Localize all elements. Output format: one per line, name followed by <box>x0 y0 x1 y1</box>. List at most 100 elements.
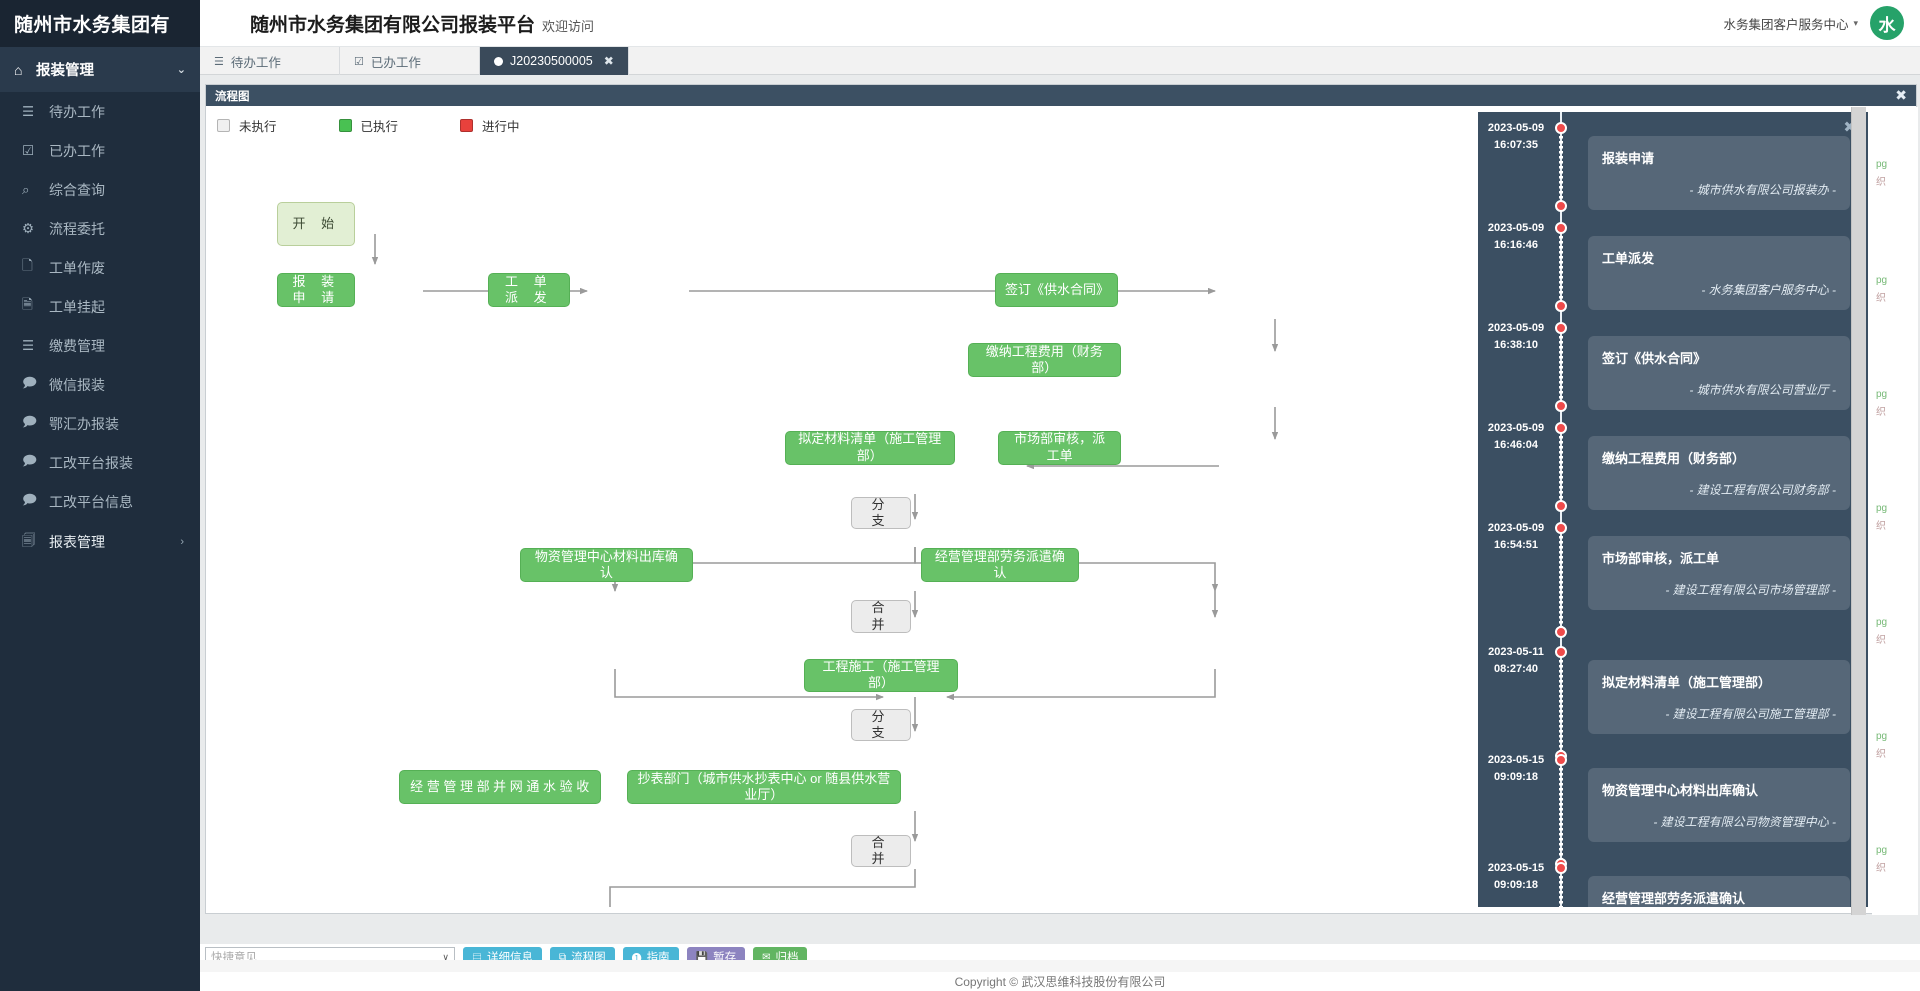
close-icon[interactable]: ✖ <box>1895 87 1907 103</box>
flow-node-start[interactable]: 开 始 <box>277 202 356 247</box>
timeline-dot-end <box>1555 500 1567 512</box>
timeline-card-org: - 建设工程有限公司施工管理部 - <box>1665 707 1836 721</box>
sidebar-item-label: 报表管理 <box>49 534 105 550</box>
flow-node-merge1[interactable]: 合 并 <box>851 600 911 633</box>
sidebar-item-4[interactable]: ⚙流程委托 <box>0 209 200 248</box>
timeline-card[interactable]: 经营管理部劳务派遣确认- 建设工程有限公司经营管理部 - <box>1588 876 1850 907</box>
flow-node-label: 分 支 <box>871 496 891 529</box>
sidebar-item-1[interactable]: ☰待办工作 <box>0 92 200 131</box>
sidebar-item-label: 已办工作 <box>49 142 105 159</box>
chat-icon: 🗩 <box>22 375 37 390</box>
dialog-header: 流程图 ✖ <box>206 85 1916 106</box>
sidebar-item-3[interactable]: ⌕ 综合查询 <box>0 170 200 209</box>
sidebar-item-6[interactable]: 🗎工单挂起 <box>0 287 200 326</box>
timeline-connector <box>1559 660 1563 752</box>
tab-3[interactable]: J20230500005 ✖ <box>480 47 629 75</box>
timeline-card[interactable]: 市场部审核，派工单- 建设工程有限公司市场管理部 - <box>1588 536 1850 610</box>
user-area[interactable]: 水务集团客户服务中心 ▾ 水 <box>1723 6 1920 40</box>
flow-node-label: 报 装 申 请 <box>292 273 341 306</box>
flow-node-dispatch[interactable]: 工 单 派 发 <box>487 273 570 308</box>
timeline-card-title: 市场部审核，派工单 <box>1602 551 1720 566</box>
flow-node-market[interactable]: 市场部审核，派工单 <box>998 430 1122 465</box>
flow-node-fee[interactable]: 缴纳工程费用（财务部） <box>967 343 1122 378</box>
flow-node-build[interactable]: 工程施工（施工管理部） <box>804 658 958 693</box>
timeline-time-text: 16:38:10 <box>1493 339 1539 351</box>
timeline-dot <box>1555 422 1567 434</box>
avatar[interactable]: 水 <box>1870 6 1904 40</box>
tab-label: 待办工作 <box>230 55 281 70</box>
flow-node-branch1[interactable]: 分 支 <box>851 496 911 530</box>
timeline-card-title: 工单派发 <box>1602 251 1655 266</box>
sidebar-item-8[interactable]: 🗩微信报装 <box>0 365 200 404</box>
flow-node-contract[interactable]: 签订《供水合同》 <box>995 273 1118 308</box>
timeline-card[interactable]: 报装申请- 城市供水有限公司报装办 - <box>1588 136 1850 210</box>
timeline-dot <box>1555 646 1567 658</box>
list-icon: ☰ <box>214 55 224 68</box>
sidebar: 随州市水务集团有 ⌂ 报装管理 ⌄ ☰待办工作☑已办工作 ⌕ 综合查询 ⚙流程委托🗋工… <box>0 0 200 991</box>
timeline-card[interactable]: 拟定材料清单（施工管理部）- 建设工程有限公司施工管理部 - <box>1588 660 1850 734</box>
legend-swatch <box>460 118 474 132</box>
tab-2[interactable]: ☑已办工作 <box>340 47 480 75</box>
sidebar-item-label: 综合查询 <box>49 181 105 198</box>
tab-label: J20230500005 <box>510 54 593 68</box>
timeline-date-text: 2023-05-11 <box>1488 646 1544 658</box>
legend-swatch <box>217 118 230 132</box>
timeline-card[interactable]: 物资管理中心材料出库确认- 建设工程有限公司物资管理中心 - <box>1588 768 1850 842</box>
sidebar-item-9[interactable]: 🗩鄂汇办报装 <box>0 404 200 443</box>
timeline-date-text: 2023-05-09 <box>1487 222 1545 234</box>
timeline-card[interactable]: 签订《供水合同》- 城市供水有限公司营业厅 - <box>1588 336 1850 410</box>
sidebar-item-10[interactable]: 🗩工改平台报装 <box>0 443 200 482</box>
flow-chart-dialog: 流程图 ✖ 未执行已执行进行中 <box>205 84 1918 915</box>
sidebar-item-2[interactable]: ☑已办工作 <box>0 131 200 170</box>
sidebar-item-label: 工改平台报装 <box>49 454 133 471</box>
flow-node-apply[interactable]: 报 装 申 请 <box>277 273 356 308</box>
sidebar-item-5[interactable]: 🗋工单作废 <box>0 248 200 287</box>
chevron-down-icon[interactable]: ▾ <box>1853 17 1858 28</box>
search-icon: ⌕ <box>22 181 30 197</box>
flow-node-jylw[interactable]: 经营管理部劳务派遣确认 <box>920 547 1080 582</box>
list-icon: ☰ <box>22 103 35 119</box>
dot-icon <box>494 56 503 66</box>
sidebar-item-11[interactable]: 🗩工改平台信息 <box>0 482 200 521</box>
timeline-card-org: - 城市供水有限公司营业厅 - <box>1689 383 1836 397</box>
flow-node-label: 分 支 <box>871 708 891 740</box>
sidebar-section-baozhuang[interactable]: ⌂ 报装管理 ⌄ <box>0 47 200 92</box>
timeline-card-org: - 城市供水有限公司报装办 - <box>1689 183 1836 197</box>
flow-chart-canvas[interactable]: 开 始报 装 申 请 工 单 派 发 签订《供水合同》缴纳工程费用（财务部） 市场部审… <box>215 139 1471 907</box>
timeline-card-org: - 建设工程有限公司财务部 - <box>1689 483 1836 497</box>
timeline-time-text: 16:54:51 <box>1493 539 1539 551</box>
sidebar-item-report-management[interactable]: 🗐 报表管理 › <box>0 521 200 563</box>
timeline-card[interactable]: 缴纳工程费用（财务部）- 建设工程有限公司财务部 - <box>1588 436 1850 510</box>
close-icon[interactable]: ✖ <box>603 54 614 68</box>
canvas-scrollbar[interactable] <box>1851 107 1866 915</box>
sidebar-item-label: 缴费管理 <box>49 337 105 354</box>
flow-node-meter[interactable]: 抄表部门（城市供水抄表中心 or 随县供水营业厅） <box>626 770 902 804</box>
brand-logo: 随州市水务集团有 <box>0 0 200 47</box>
timeline-dot <box>1555 754 1567 766</box>
flow-node-material[interactable]: 拟定材料清单（施工管理部） <box>784 430 955 465</box>
dialog-title: 流程图 <box>215 90 250 103</box>
flow-node-wzout[interactable]: 物资管理中心材料出库确认 <box>519 547 693 582</box>
timeline-card[interactable]: 工单派发 - 水务集团客户服务中心 - <box>1588 236 1850 310</box>
peek-text: 织 <box>1876 749 1886 760</box>
sidebar-item-label: 工改平台信息 <box>49 493 133 510</box>
flow-node-label: 物资管理中心材料出库确认 <box>534 548 678 580</box>
timeline-card-org: - 水务集团客户服务中心 - <box>1701 283 1836 297</box>
tab-1[interactable]: ☰ 待办工作 <box>200 47 340 75</box>
file-pause-icon: 🗎 <box>22 297 33 312</box>
timeline-date-text: 2023-05-09 <box>1487 522 1545 534</box>
timeline-connector <box>1559 436 1563 504</box>
flow-node-accept[interactable]: 经 营 管 理 部 并 网 通 水 验 收 <box>398 770 601 804</box>
flow-node-label: 经营管理部劳务派遣确认 <box>934 548 1065 580</box>
peek-text: 织 <box>1876 177 1886 188</box>
sidebar-item-7[interactable]: ☰缴费管理 <box>0 326 200 365</box>
flow-node-branch2[interactable]: 分 支 <box>851 709 911 741</box>
flow-node-merge2[interactable]: 合 并 <box>851 835 911 867</box>
timeline-connector <box>1559 768 1563 860</box>
peek-text: 织 <box>1876 635 1886 646</box>
flow-node-label: 签订《供水合同》 <box>1005 281 1110 297</box>
brand-title: 随州市水务集团有 <box>14 15 171 36</box>
